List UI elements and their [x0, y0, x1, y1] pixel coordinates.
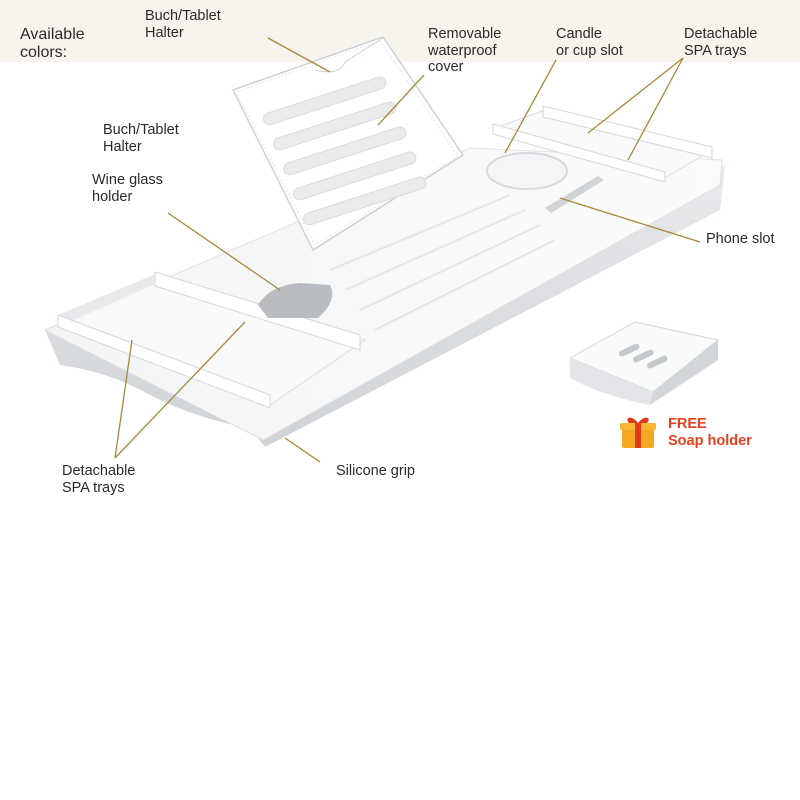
candle-slot-label: Candle or cup slot — [556, 26, 623, 59]
silicone-grip-label: Silicone grip — [336, 463, 415, 479]
center-slats — [329, 194, 556, 331]
wine-glass-slot — [258, 283, 333, 318]
spa-tray-left — [56, 271, 367, 409]
free-soap-holder-text: FREE Soap holder — [668, 416, 752, 449]
removable-cover-label: Removable waterproof cover — [428, 26, 502, 75]
soap-holder — [568, 321, 720, 405]
header-band — [0, 0, 800, 62]
phone-slot-label: Phone slot — [706, 231, 775, 247]
book-tablet-holder — [231, 36, 465, 252]
phone-slot — [545, 176, 604, 213]
spa-trays-label-top: Detachable SPA trays — [684, 26, 758, 59]
leader-lines — [114, 37, 701, 463]
spa-tray-right — [492, 105, 714, 183]
book-holder-label-top: Buch/Tablet Halter — [145, 8, 221, 41]
wine-glass-label: Wine glass holder — [92, 172, 163, 205]
book-holder-label-mid: Buch/Tablet Halter — [103, 122, 179, 155]
gift-box-icon — [620, 417, 656, 448]
spa-trays-label-bottom: Detachable SPA trays — [62, 463, 136, 496]
candle-cup-slot — [486, 152, 568, 190]
available-colors-label: Available colors: — [20, 26, 85, 61]
